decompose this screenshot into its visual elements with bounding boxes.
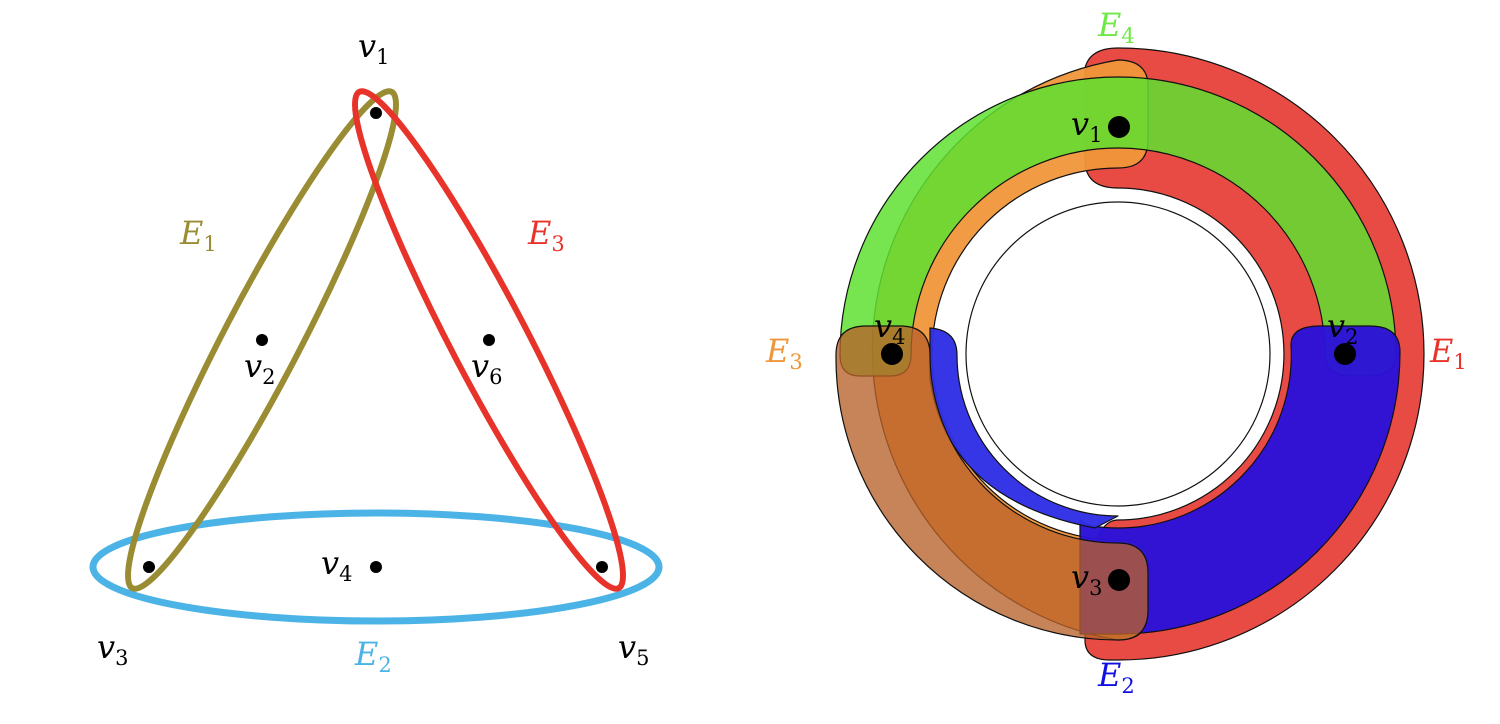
right-vertex-v1-label: v1 — [1071, 105, 1102, 147]
left-hypergraph: v1 v2 v6 v3 v4 v5 E1 E3 E2 — [89, 27, 663, 677]
right-ring-hole — [965, 201, 1271, 507]
right-edge-e3-lower-band — [835, 325, 1149, 641]
left-edge-e3-ellipse — [351, 88, 627, 592]
left-edge-e2-label: E2 — [354, 635, 392, 677]
left-vertex-v3-label: v3 — [97, 628, 128, 670]
left-vertex-v5-dot — [596, 561, 608, 573]
left-vertex-v2-label: v2 — [244, 347, 275, 389]
right-edge-e2-band — [1079, 325, 1401, 635]
left-vertex-v1-dot — [370, 107, 382, 119]
right-vertices: v1 v2 v3 v4 — [874, 105, 1358, 600]
left-vertex-v6-label: v6 — [471, 347, 502, 389]
right-vertex-v4-label: v4 — [874, 307, 905, 349]
left-vertex-v2-dot — [256, 334, 268, 346]
right-edge-e1-label: E1 — [1429, 332, 1467, 374]
right-hypergraph — [835, 47, 1425, 661]
right-edge-labels: E4 E1 E3 E2 — [765, 6, 1467, 698]
right-vertex-v3-label: v3 — [1071, 558, 1102, 600]
right-vertex-v1-dot — [1108, 116, 1130, 138]
right-edge-e3-label: E3 — [765, 332, 803, 374]
right-edge-e2-inner-sliver — [929, 327, 1119, 529]
right-vertex-v2-dot — [1334, 343, 1356, 365]
right-edge-e4-label: E4 — [1097, 6, 1135, 48]
right-vertex-v4-dot — [881, 343, 903, 365]
left-vertex-v4-label: v4 — [321, 544, 352, 586]
left-edge-e2-ellipse — [89, 509, 663, 625]
left-vertex-v3-dot — [143, 561, 155, 573]
right-vertex-v3-dot — [1108, 569, 1130, 591]
left-edge-e3-label: E3 — [527, 214, 565, 256]
left-vertex-v1-label: v1 — [358, 27, 389, 69]
right-edge-e2-label: E2 — [1097, 656, 1135, 698]
right-vertex-v2-label: v2 — [1327, 307, 1358, 349]
left-vertex-v6-dot — [483, 334, 495, 346]
left-vertex-v5-label: v5 — [618, 628, 649, 670]
left-edge-e1-label: E1 — [179, 214, 217, 256]
left-edge-e1-ellipse — [124, 88, 400, 592]
left-vertex-v4-dot — [370, 561, 382, 573]
